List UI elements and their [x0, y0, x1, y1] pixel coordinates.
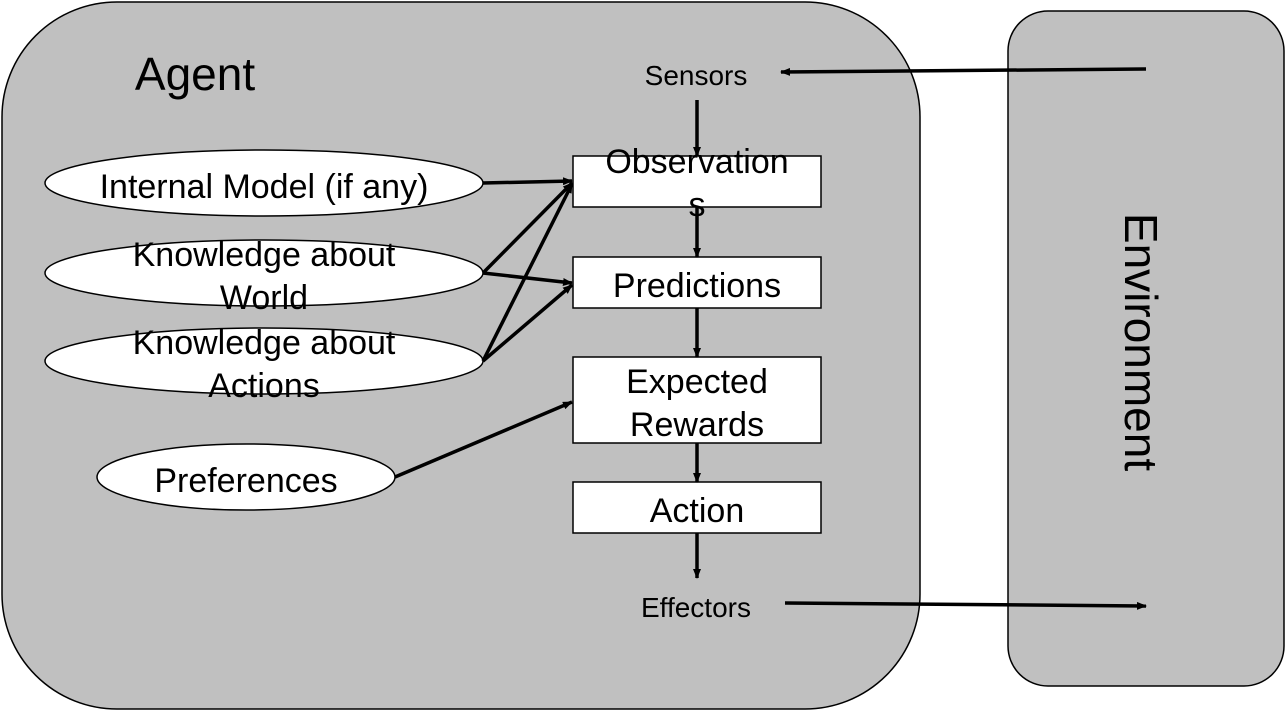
arrow-environment-to-sensors [780, 67, 1147, 76]
observations-label-line2: s [689, 186, 706, 224]
environment-panel [1007, 10, 1285, 687]
internal-model-label: Internal Model (if any) [100, 168, 429, 206]
arrow-actions-to-predictions [481, 283, 574, 363]
knowledge-world-label-line2: World [220, 279, 308, 317]
arrow-world-to-observations [481, 181, 574, 275]
action-node: Action [572, 481, 822, 534]
agent-title: Agent [135, 48, 255, 100]
arrow-internal-model-to-observations [482, 177, 573, 186]
predictions-label: Predictions [613, 267, 781, 305]
knowledge-world-label-line1: Knowledge about [133, 236, 396, 274]
preferences-node: Preferences [96, 443, 396, 511]
knowledge-actions-label-line1: Knowledge about [133, 324, 396, 362]
expected-rewards-label-line2: Rewards [630, 406, 764, 444]
internal-model-node: Internal Model (if any) [44, 149, 484, 217]
arrow-preferences-to-expected-rewards [394, 400, 573, 479]
sensors-label: Sensors [645, 60, 748, 91]
preferences-label: Preferences [154, 462, 337, 500]
expected-rewards-label-line1: Expected [626, 363, 768, 401]
action-label: Action [650, 492, 745, 530]
arrow-actions-to-observations [481, 183, 574, 362]
environment-title: Environment [1115, 213, 1167, 471]
predictions-node: Predictions [572, 256, 822, 309]
knowledge-actions-label-line2: Actions [208, 367, 320, 405]
arrow-effectors-to-environment [784, 601, 1147, 610]
effectors-label: Effectors [641, 592, 751, 623]
knowledge-actions-node: Knowledge about Actions [44, 324, 484, 405]
arrow-world-to-predictions [482, 271, 573, 286]
expected-rewards-node: Expected Rewards [572, 356, 822, 444]
observations-node: Observation s [572, 143, 822, 224]
